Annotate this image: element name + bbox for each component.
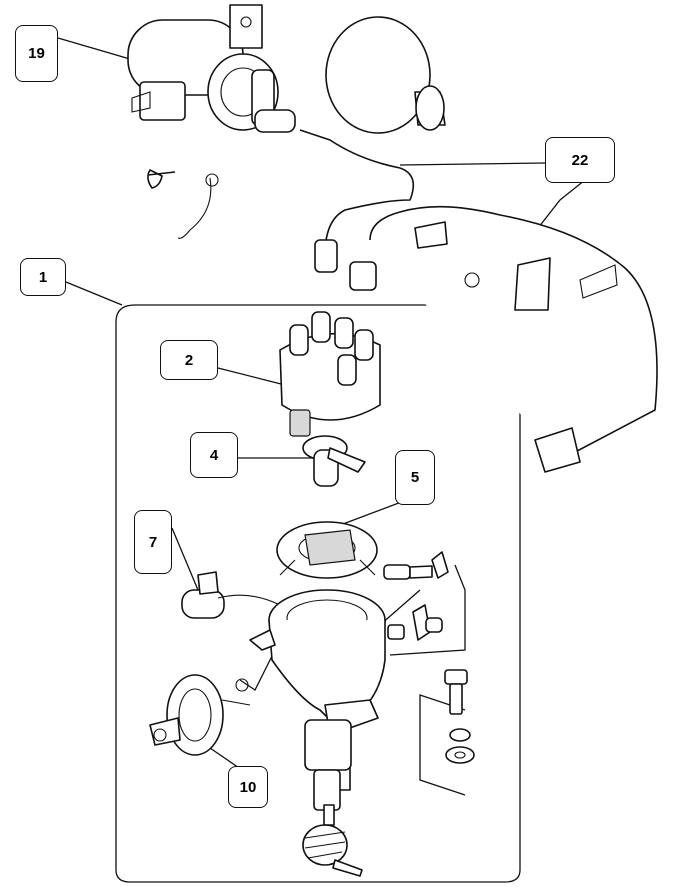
distributor-cap (279, 311, 381, 437)
ht-leads (299, 129, 658, 473)
callout-10: 10 (228, 766, 268, 808)
callout-22: 22 (545, 137, 615, 183)
distributor-body (249, 589, 386, 877)
small-hardware (383, 551, 475, 764)
callout-1: 1 (20, 258, 66, 296)
ignition-coil (127, 4, 296, 239)
condenser (181, 571, 281, 619)
coil-cover (325, 16, 446, 134)
callout-5: 5 (395, 450, 435, 505)
callout-19: 19 (15, 25, 58, 82)
callout-7: 7 (134, 510, 172, 574)
callout-4: 4 (190, 432, 238, 478)
rotor-arm (302, 435, 366, 487)
contact-baseplate (276, 521, 378, 579)
callout-2: 2 (160, 340, 218, 380)
vacuum-advance-unit (149, 674, 251, 756)
